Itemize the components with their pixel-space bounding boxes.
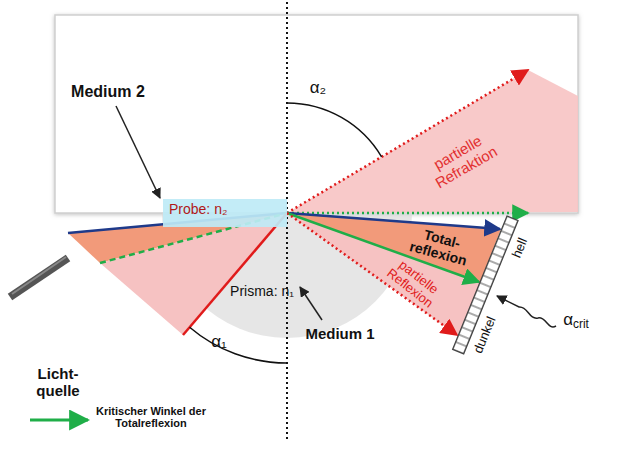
leader-arrow <box>116 106 160 198</box>
incident-fan-partial <box>100 213 287 335</box>
medium-label: Medium 1 <box>305 326 374 343</box>
medium-label: Medium 2 <box>71 83 145 101</box>
angle-label: α₁ <box>211 333 227 352</box>
angle-arc-2 <box>287 103 382 157</box>
medium2-region <box>55 15 578 213</box>
legend-text: Kritischer Winkel der Totalreflexion <box>96 405 206 429</box>
refracted-ray <box>287 70 528 213</box>
critical-angle-label: αcrit <box>563 311 589 330</box>
leader-arrow <box>300 287 322 320</box>
grazing-ray <box>287 212 528 215</box>
angle-arc-1 <box>190 327 287 363</box>
incident-ray-red <box>183 213 287 335</box>
legend-sample-line <box>30 419 88 422</box>
refraction-fan <box>287 70 578 213</box>
bright-label: hell <box>510 236 531 260</box>
prism-label: Prisma: n₁ <box>230 284 294 299</box>
sample-box: Probe: n₂ <box>163 199 287 227</box>
sample-label: Probe: n₂ <box>169 201 281 217</box>
light-source-highlight <box>12 257 66 294</box>
critical-angle-pointer <box>497 296 556 327</box>
reflected-ray-critical <box>287 213 479 282</box>
reflected-ray-blue <box>287 213 500 229</box>
light-source <box>10 258 68 297</box>
angle-label: α₂ <box>310 79 326 98</box>
reflected-fan-partial <box>287 213 480 336</box>
light-source-label: Licht- quelle <box>36 366 79 399</box>
